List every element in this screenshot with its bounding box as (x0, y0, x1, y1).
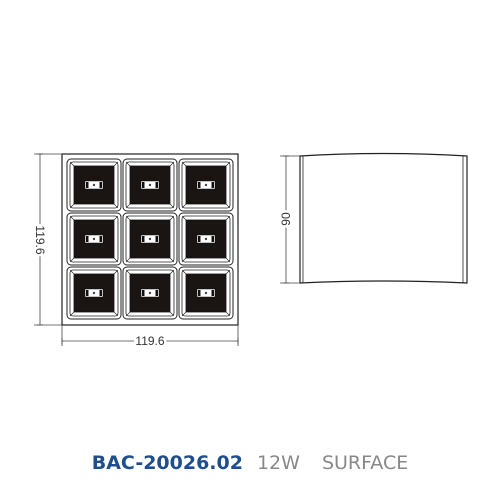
reflector-cell (66, 158, 122, 212)
front-height-label: 119.6 (33, 225, 47, 254)
reflector-cell (178, 212, 234, 266)
reflector-cell (122, 266, 178, 320)
reflector-cell (122, 158, 178, 212)
reflector-cell (122, 212, 178, 266)
reflector-cell (178, 266, 234, 320)
side-height-label: 90 (279, 212, 293, 226)
reflector-cell (66, 266, 122, 320)
model-number: BAC-20026.02 (91, 452, 243, 474)
side-view: 90 (277, 152, 468, 284)
power-rating: 12W (256, 452, 300, 474)
width-dimension (61, 325, 239, 346)
reflector-grid (66, 158, 234, 320)
mounting-type: SURFACE (321, 452, 409, 474)
reflector-cell (66, 212, 122, 266)
height-dimension (34, 153, 62, 326)
reflector-cell (178, 158, 234, 212)
product-caption: BAC-20026.02 12W SURFACE (0, 452, 500, 474)
front-view-outline (61, 153, 239, 326)
front-width-label: 119.6 (135, 334, 164, 348)
side-height-dimension (280, 155, 300, 284)
technical-drawing: 119.6 119.6 90 (31, 152, 468, 351)
side-view-body (299, 152, 468, 284)
front-view: 119.6 119.6 (31, 153, 239, 351)
